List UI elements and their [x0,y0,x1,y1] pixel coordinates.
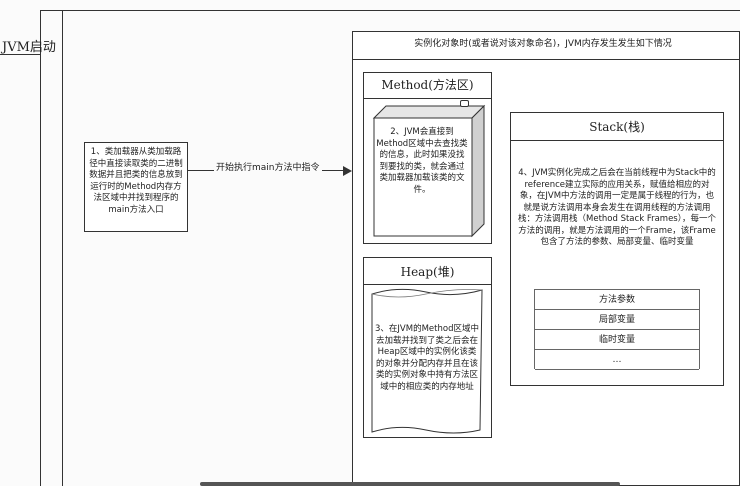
stack-area-text: 4、JVM实例化完成之后会在当前线程中为Stack中的reference建立实际… [518,168,716,247]
step1-box: 1、类加载器从类加载路径中直接读取类的二进制数据并且把类的信息放到运行时的Met… [84,142,188,232]
horizontal-scrollbar[interactable] [200,482,620,486]
heap-area-text: 3、在JVM的Method区域中去加载并找到了类之后会在Heap区域中的实例化该… [375,324,479,392]
arrow-label: 开始执行main方法中指令 [214,162,322,174]
heap-area-title: Heap(堆) [400,265,455,279]
stack-row-locals: 局部变量 [535,310,699,330]
stack-row-temps: 临时变量 [535,330,699,350]
method-cube-shape [372,104,486,238]
method-area-text: 2、JVM会直接到Method区域中去查找类的信息，此时如果没找到要找的类，就会… [376,127,468,195]
step1-text: 1、类加载器从类加载路径中直接读取类的二进制数据并且把类的信息放到运行时的Met… [89,147,183,215]
swimlane-header-divider [62,10,63,486]
stack-row-more: … [535,350,699,370]
container-title-divider [352,59,740,60]
comment-bubble-icon [460,100,469,107]
stack-row-params: 方法参数 [535,290,699,310]
stack-area-title: Stack(栈) [589,120,645,134]
method-area-title: Method(方法区) [381,78,474,92]
stack-frame-table: 方法参数 局部变量 临时变量 … [534,289,700,370]
lane-label-underline [0,54,40,55]
heap-area-title-divider [363,284,492,285]
swimlane-frame [40,10,740,486]
method-area-title-divider [363,98,492,99]
stack-area-title-divider [510,140,724,141]
arrow-head-icon [343,166,352,176]
container-title: 实例化对象时(或者说对该对象命名)，JVM内存发生发生如下情况 [414,39,672,49]
lane-label: JVM启动 [2,40,56,55]
heap-document-shape [371,288,483,434]
